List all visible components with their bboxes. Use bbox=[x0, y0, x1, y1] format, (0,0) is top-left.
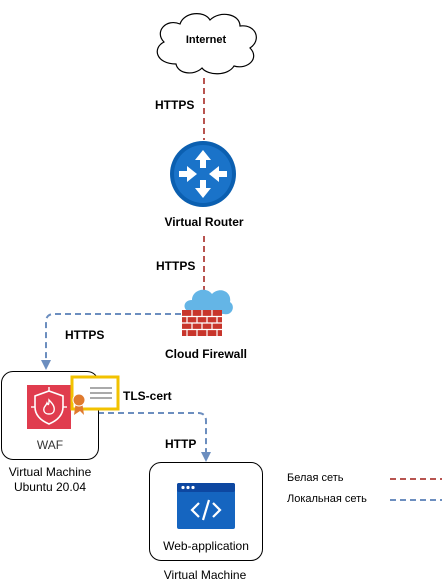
certificate-icon bbox=[70, 375, 120, 417]
firewall-icon bbox=[178, 286, 234, 338]
web-vm-box: Web-application bbox=[149, 462, 263, 561]
edge-waf-web bbox=[98, 412, 207, 452]
web-vm-caption: Virtual Machine bbox=[163, 568, 247, 582]
edge-label-router-firewall: HTTPS bbox=[156, 259, 196, 273]
edge-label-waf-web: HTTP bbox=[165, 437, 197, 451]
waf-inner-label: WAF bbox=[36, 438, 64, 452]
edge-label-internet-router: HTTPS bbox=[155, 98, 195, 112]
router-label: Virtual Router bbox=[164, 215, 244, 229]
internet-node: Internet bbox=[148, 8, 264, 78]
internet-label: Internet bbox=[185, 34, 227, 46]
tls-cert-label: TLS-cert bbox=[123, 389, 172, 403]
legend-white-label: Белая сеть bbox=[287, 472, 344, 484]
router-icon bbox=[169, 140, 237, 208]
waf-shield-icon bbox=[27, 385, 71, 429]
edge-firewall-waf bbox=[45, 313, 181, 360]
firewall-label: Cloud Firewall bbox=[164, 347, 247, 361]
edge-label-firewall-waf: HTTPS bbox=[65, 328, 105, 342]
waf-vm-caption-line2: Ubuntu 20.04 bbox=[13, 480, 87, 494]
web-inner-label: Web-application bbox=[163, 539, 249, 553]
arrowhead-firewall-waf bbox=[41, 360, 51, 370]
arrowhead-waf-web bbox=[201, 452, 211, 462]
cloud-icon bbox=[156, 13, 257, 75]
web-code-icon bbox=[177, 483, 235, 529]
waf-vm-caption-line1: Virtual Machine bbox=[8, 465, 92, 479]
legend-local-label: Локальная сеть bbox=[287, 493, 367, 505]
